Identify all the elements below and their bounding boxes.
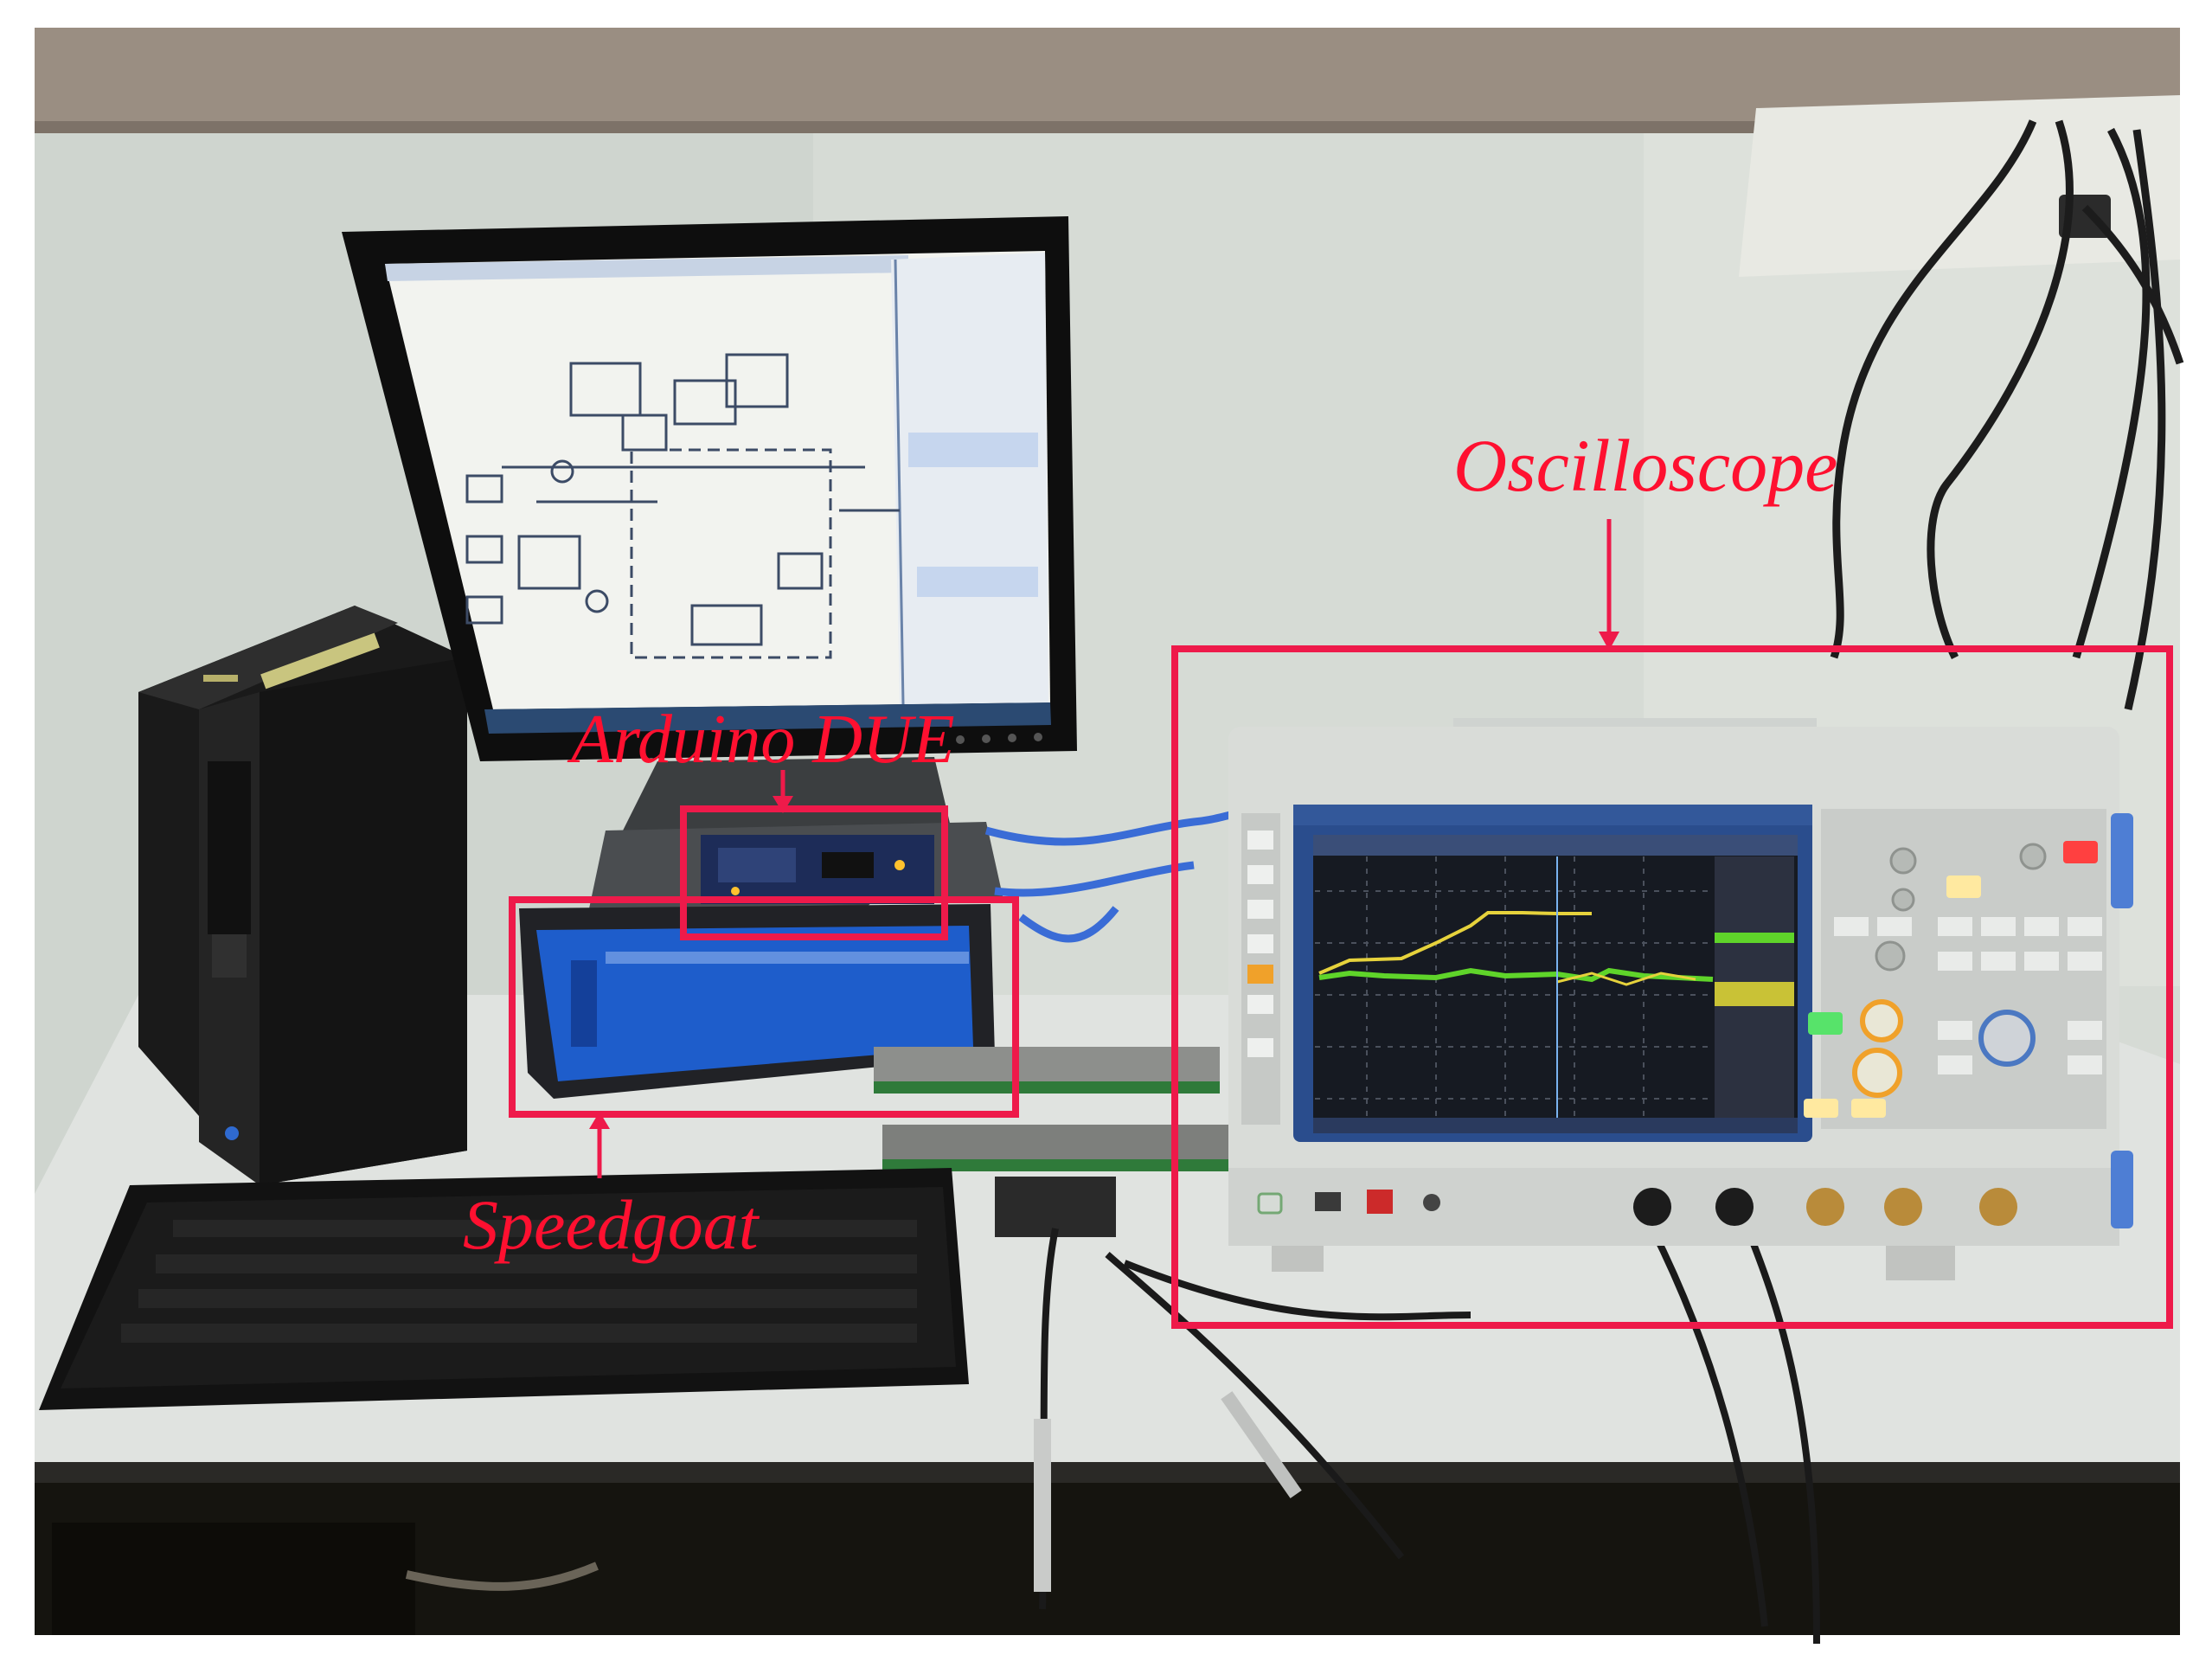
keyboard [39,1168,969,1410]
yellow-trace [1318,911,1592,975]
wall-cables [1830,119,2184,711]
annotation-box-oscilloscope [1171,519,2173,1329]
probe-tip [1034,1419,1051,1592]
oscilloscope [1228,718,2133,1280]
arduino-label: Arduino DUE [571,702,955,778]
oscilloscope-label: Oscilloscope [1453,424,1838,507]
ethernet-cables [984,809,1239,943]
wall-socket-panel [1739,95,2180,277]
annotation-box-arduino [680,770,948,940]
terminal-blocks [874,1047,1228,1237]
pc-tower [138,606,467,1185]
arduino-board [701,835,934,904]
probe-tip-2 [1221,1391,1302,1498]
speedgoat-label: Speedgoat [463,1185,759,1264]
annotation-box-speedgoat [509,896,1019,1178]
